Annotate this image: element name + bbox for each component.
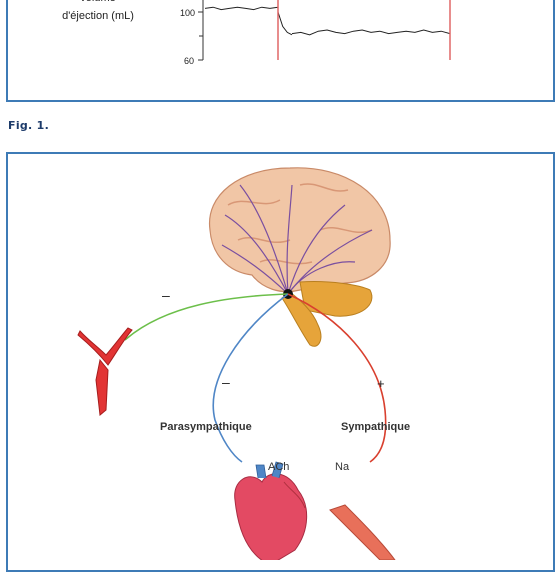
trace-segment-drop xyxy=(277,11,293,36)
ach-label: ACh xyxy=(268,461,289,473)
stroke-volume-trace xyxy=(204,6,451,36)
parasympathetic-nerve xyxy=(212,293,289,463)
brain-folds xyxy=(227,183,373,265)
trace-segment-before xyxy=(204,6,279,11)
sympathique-label: Sympathique xyxy=(341,421,410,433)
plus-label-red: + xyxy=(377,376,385,391)
tick-label-60: 60 xyxy=(184,56,194,66)
figure-1-panel xyxy=(6,0,555,102)
na-label: Na xyxy=(335,461,350,473)
heart-illustration xyxy=(234,461,308,560)
y-axis-label-line2: d'éjection (mL) xyxy=(62,10,134,22)
purple-nerve-fibers xyxy=(221,184,373,295)
green-nerve xyxy=(124,293,289,341)
stroke-volume-chart: 100 60 xyxy=(180,0,451,66)
minus-label-blue: – xyxy=(222,374,230,390)
parasympathique-label: Parasympathique xyxy=(160,421,252,433)
cerebellum xyxy=(299,281,373,317)
autonomic-diagram: – – + Parasympathique Sympathique ACh Na xyxy=(77,167,410,560)
carotid-vessel xyxy=(77,327,133,416)
brain-illustration xyxy=(208,167,391,347)
y-axis-label-line1: volume xyxy=(58,0,138,5)
tick-label-100: 100 xyxy=(180,8,195,18)
heart-coronary xyxy=(283,481,306,509)
trace-segment-after xyxy=(291,29,451,36)
heart-vessels xyxy=(255,461,284,479)
figure-1-caption: Fig. 1. xyxy=(8,119,50,132)
minus-label-green: – xyxy=(162,287,170,303)
brainstem xyxy=(281,291,322,347)
sympathetic-nerve xyxy=(287,293,387,463)
arteriole-vessel xyxy=(329,504,396,560)
